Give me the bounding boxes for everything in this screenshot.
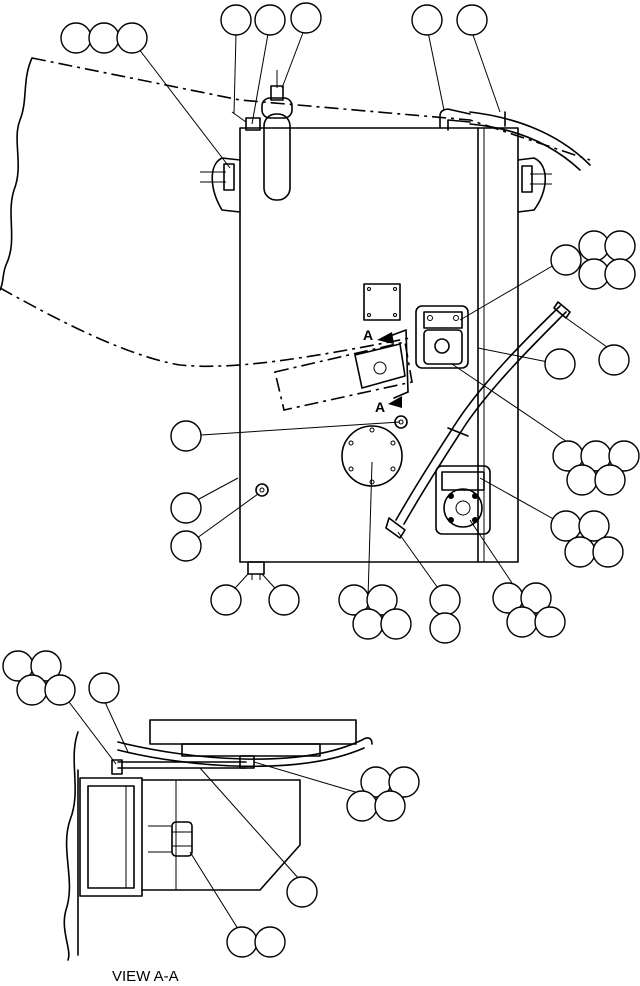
callout-bubble bbox=[598, 344, 630, 376]
mount-bracket-right bbox=[517, 157, 552, 213]
cleanout-cover bbox=[341, 425, 403, 487]
callout-bubble bbox=[592, 536, 624, 568]
callout-bubble bbox=[88, 22, 120, 54]
section-cut-marker bbox=[377, 329, 409, 408]
bottom-fitting bbox=[247, 561, 265, 575]
callout-bubble bbox=[226, 926, 258, 958]
wall-break-line bbox=[63, 731, 79, 961]
callout-bubble bbox=[88, 672, 120, 704]
main-view: A A bbox=[0, 57, 591, 580]
callout-bubble bbox=[170, 420, 202, 452]
callout-bubble bbox=[290, 2, 322, 34]
cable-curve bbox=[117, 737, 373, 760]
section-mark-lower: A bbox=[375, 399, 385, 415]
callout-bubble bbox=[534, 606, 566, 638]
callout-bubble bbox=[604, 258, 636, 290]
callout-bubble bbox=[411, 4, 443, 36]
callout-bubble bbox=[60, 22, 92, 54]
callout-bubble bbox=[346, 790, 378, 822]
frame-break-line bbox=[0, 57, 33, 291]
section-component bbox=[274, 341, 413, 411]
callout-bubble bbox=[254, 4, 286, 36]
bracket-outline bbox=[141, 779, 301, 891]
strainer-assembly bbox=[435, 465, 491, 535]
callout-bubble bbox=[170, 492, 202, 524]
cover-plate bbox=[363, 283, 401, 321]
callout-bubble bbox=[170, 530, 202, 562]
bolt-head bbox=[171, 821, 193, 857]
mount-bracket-left bbox=[200, 157, 241, 213]
callout-bubble bbox=[16, 674, 48, 706]
top-housing bbox=[149, 719, 357, 745]
callout-bubble bbox=[578, 510, 610, 542]
gauge-housing bbox=[79, 777, 143, 897]
callout-bubble bbox=[608, 440, 640, 472]
callout-bubble bbox=[506, 606, 538, 638]
callout-bubble bbox=[116, 22, 148, 54]
view-title: VIEW A-A bbox=[112, 968, 179, 985]
view-a-a bbox=[63, 719, 373, 961]
tank-body bbox=[239, 127, 519, 563]
callout-bubble bbox=[594, 464, 626, 496]
callout-bubble bbox=[566, 464, 598, 496]
callouts-lower bbox=[2, 650, 420, 958]
callouts-upper bbox=[60, 2, 640, 644]
callout-bubble bbox=[604, 230, 636, 262]
leader-lines-upper bbox=[131, 29, 615, 599]
callout-bubble bbox=[352, 608, 384, 640]
callout-bubble bbox=[456, 4, 488, 36]
callout-bubble bbox=[254, 926, 286, 958]
drain-plug-left bbox=[255, 483, 269, 497]
level-gauge bbox=[415, 305, 469, 369]
callout-bubble bbox=[520, 582, 552, 614]
callout-bubble bbox=[220, 4, 252, 36]
callout-bubble bbox=[268, 584, 300, 616]
callout-bubble bbox=[380, 608, 412, 640]
chassis-lower-curve bbox=[0, 287, 411, 368]
callout-bubble bbox=[44, 674, 76, 706]
callout-bubble bbox=[564, 536, 596, 568]
chassis-upper-line bbox=[31, 57, 591, 161]
callout-bubble bbox=[286, 876, 318, 908]
callout-bubble bbox=[366, 584, 398, 616]
callout-bubble bbox=[550, 510, 582, 542]
top-hose bbox=[439, 108, 591, 171]
callout-bubble bbox=[210, 584, 242, 616]
callout-bubble bbox=[388, 766, 420, 798]
callout-bubble bbox=[429, 584, 461, 616]
callout-bubble bbox=[544, 348, 576, 380]
section-mark-upper: A bbox=[363, 327, 373, 343]
breather-filter bbox=[231, 70, 293, 201]
callout-bubble bbox=[374, 790, 406, 822]
callout-bubble bbox=[550, 244, 582, 276]
callout-bubble bbox=[429, 612, 461, 644]
callout-bubble bbox=[30, 650, 62, 682]
